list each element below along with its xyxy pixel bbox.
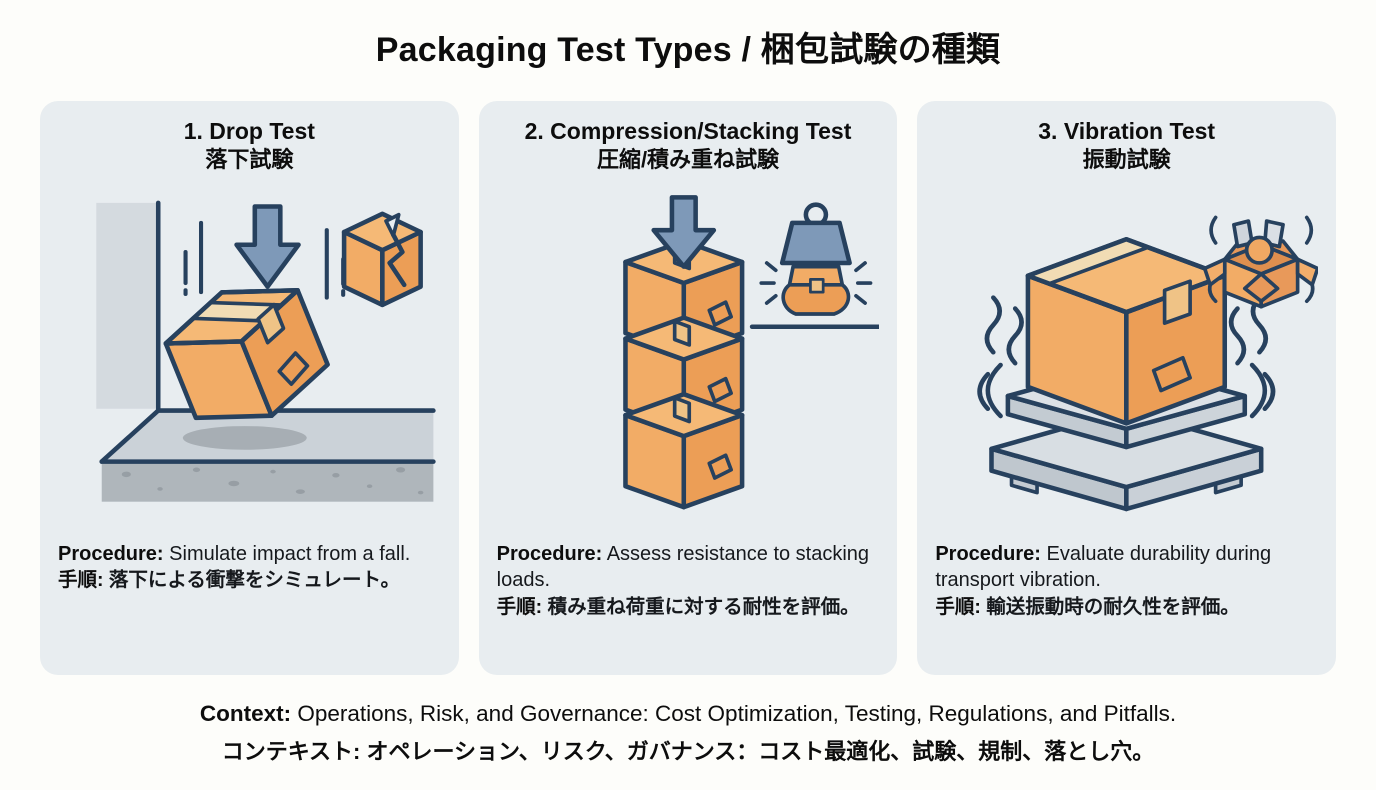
panel-title-ja: 落下試験 [205,147,294,173]
crushed-box-icon [781,264,850,316]
weight-icon [779,220,852,265]
box-on-table-icon [1026,236,1228,426]
procedure-line-en: Procedure: Simulate impact from a fall. [58,541,437,568]
panel-compression-test: 2. Compression/Stacking Test 圧縮/積み重ね試験 [478,101,898,675]
procedure-text: Procedure: Evaluate durability during tr… [935,541,1318,621]
weight-crush-icon [749,201,880,329]
context-line-ja: コンテキスト: オペレーション、リスク、ガバナンス：コスト最適化、試験、規制、落… [221,739,1155,764]
procedure-ja: 落下による衝撃をシミュレート。 [108,569,401,592]
compression-test-illustration [497,194,880,531]
falling-box-icon [163,287,330,420]
broken-box-icon [341,211,423,307]
shaking-open-box-icon [1203,215,1319,309]
wall-floor-graphic [96,200,436,502]
box-shadow [182,425,307,450]
panel-title: 2. Compression/Stacking Test 圧縮/積み重ね試験 [497,117,880,175]
procedure-line-en: Procedure: Evaluate durability during tr… [935,541,1314,595]
panel-vibration-test: 3. Vibration Test 振動試験 [917,101,1337,675]
vibration-arcs-icon [977,362,1276,418]
procedure-label: Procedure: [496,542,603,565]
panel-title-en: 3. Vibration Test [1038,118,1216,144]
context-label: Context: [199,701,292,726]
panel-title-en: 1. Drop Test [183,118,315,144]
procedure-ja-label: 手順: [496,596,543,619]
stress-lines-icon [759,260,873,305]
down-arrow-icon [651,194,716,269]
context-footer: Context: Operations, Risk, and Governanc… [0,701,1376,766]
page-title: Packaging Test Types / 梱包試験の種類 [375,31,1001,69]
procedure-line-ja: 手順: 落下による衝撃をシミュレート。 [58,567,437,593]
procedure-en: Evaluate durability during transport vib… [935,542,1272,592]
procedure-line-en: Procedure: Assess resistance to stacking… [497,541,876,595]
procedure-ja: 輸送振動時の耐久性を評価。 [986,596,1240,619]
procedure-text: Procedure: Assess resistance to stacking… [497,541,880,621]
panel-title-en: 2. Compression/Stacking Test [524,118,852,144]
procedure-en: Simulate impact from a fall. [169,542,411,565]
procedure-ja: 積み重ね荷重に対する耐性を評価。 [547,596,860,619]
procedure-line-ja: 手順: 輸送振動時の耐久性を評価。 [935,594,1314,620]
panel-title: 3. Vibration Test 振動試験 [935,117,1318,175]
vibration-test-illustration [977,215,1319,511]
procedure-label: Procedure: [935,542,1041,565]
context-text-en: Operations, Risk, and Governance: Cost O… [297,701,1177,726]
panel-title-ja: 圧縮/積み重ね試験 [596,147,780,173]
drop-test-illustration [96,200,436,502]
down-arrow-icon [234,203,301,289]
stacked-boxes-graphic [625,241,742,507]
panel-drop-test: 1. Drop Test 落下試験 [40,101,459,675]
context-line-en: Context: Operations, Risk, and Governanc… [0,701,1376,727]
procedure-text: Procedure: Simulate impact from a fall. … [58,541,441,594]
panel-title: 1. Drop Test 落下試験 [58,117,441,175]
procedure-ja-label: 手順: [935,596,981,619]
procedure-label: Procedure: [58,542,164,565]
panels-row: 1. Drop Test 落下試験 [40,101,1337,675]
procedure-ja-label: 手順: [58,569,104,592]
panel-title-ja: 振動試験 [1082,147,1171,173]
concrete-speckles [121,466,424,494]
procedure-line-ja: 手順: 積み重ね荷重に対する耐性を評価。 [497,594,876,620]
procedure-en: Assess resistance to stacking loads. [496,542,870,592]
